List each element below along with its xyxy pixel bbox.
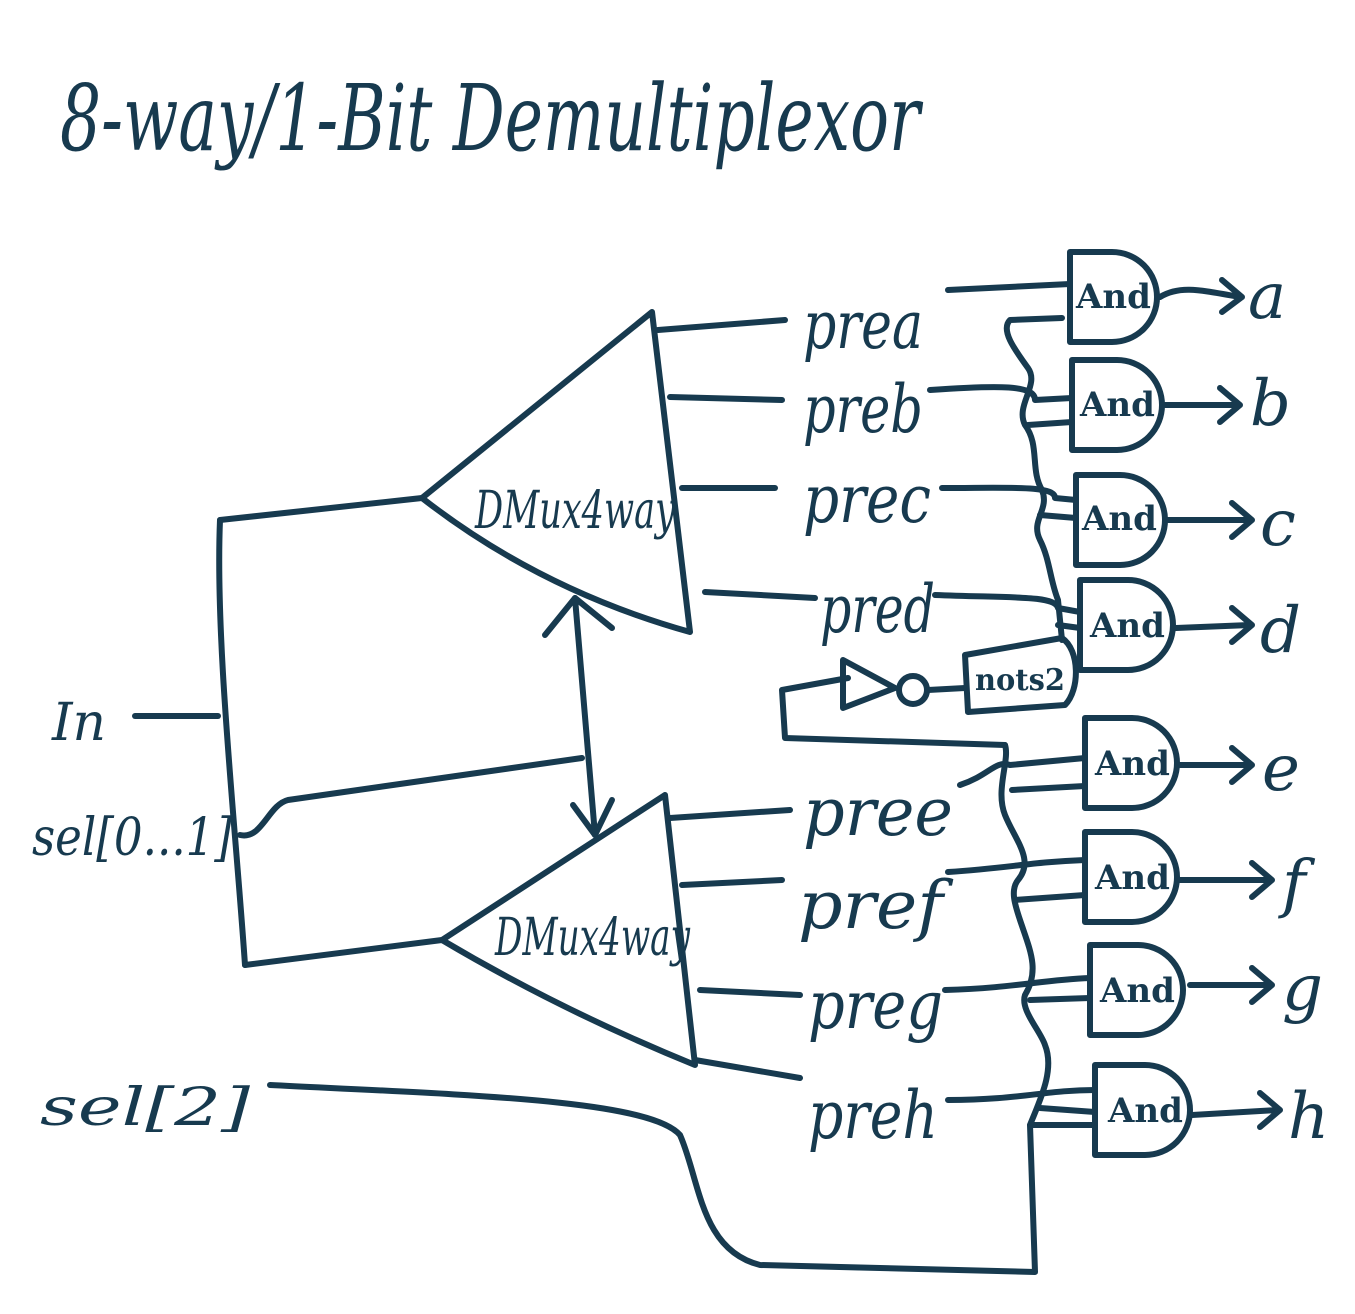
pre-signal-d: pred xyxy=(820,571,935,648)
and-gate-f-label: And xyxy=(1094,858,1170,898)
output-c: c xyxy=(1260,487,1296,561)
output-a: a xyxy=(1248,260,1286,334)
dmux4way-top: DMux4way xyxy=(419,309,693,635)
and-gate-b: And xyxy=(1069,357,1165,453)
and-gate-a-label: And xyxy=(1075,277,1151,317)
dmux4way-bottom-label: DMux4way xyxy=(494,908,690,968)
output-d: d xyxy=(1260,594,1301,668)
and-gate-g: And xyxy=(1087,942,1186,1038)
and-gate-h-label: And xyxy=(1107,1091,1183,1131)
output-b: b xyxy=(1250,367,1291,441)
pre-signal-labels: prea preb prec pred pree pref preg preh xyxy=(798,287,954,1154)
and-gate-e-label: And xyxy=(1094,744,1170,784)
dmux4way-top-label: DMux4way xyxy=(474,481,675,541)
and-gate-b-label: And xyxy=(1079,385,1155,425)
input-sel-high-label: sel[2] xyxy=(40,1078,251,1138)
and-gate-h: And xyxy=(1092,1062,1193,1158)
pre-signal-b: preb xyxy=(803,371,923,448)
sel2-bus xyxy=(998,742,1098,1128)
nots2-bus xyxy=(1003,315,1083,643)
and-gate-a: And xyxy=(1067,249,1160,345)
pre-signal-a: prea xyxy=(803,287,923,364)
and-gate-c-label: And xyxy=(1081,499,1157,539)
and-gate-d: And xyxy=(1077,577,1176,673)
and-gate-c: And xyxy=(1073,472,1168,568)
output-labels: a b c d e f g h xyxy=(1248,260,1329,1154)
sel-high-wire xyxy=(267,675,1098,1275)
dmux-output-wires xyxy=(655,317,818,1081)
output-g: g xyxy=(1282,952,1323,1026)
pre-signal-e: pree xyxy=(803,774,953,851)
and-gate-g-label: And xyxy=(1099,971,1175,1011)
sel-low-wire xyxy=(237,595,615,839)
pre-signal-f: pref xyxy=(798,867,954,944)
input-sel-low-label: sel[0...1] xyxy=(32,808,233,868)
in-wire xyxy=(132,495,445,968)
nots2-box: nots2 xyxy=(962,635,1079,715)
nots2-label: nots2 xyxy=(975,663,1065,698)
output-arrows xyxy=(1157,277,1283,1130)
pre-signal-g: preg xyxy=(808,967,943,1044)
and-gate-e: And xyxy=(1082,715,1180,811)
dmux4way-bottom: DMux4way xyxy=(439,792,698,1068)
and-gate-d-label: And xyxy=(1089,606,1165,646)
pre-signal-h: preh xyxy=(808,1077,938,1154)
diagram-title: 8-way/1-Bit Demultiplexor xyxy=(60,65,924,172)
pre-signal-c: prec xyxy=(803,461,931,538)
not-gate xyxy=(840,657,968,711)
and-gate-f: And xyxy=(1082,829,1180,925)
output-h: h xyxy=(1288,1080,1329,1154)
output-e: e xyxy=(1262,732,1300,806)
input-in-label: In xyxy=(51,693,106,753)
output-f: f xyxy=(1278,847,1316,921)
